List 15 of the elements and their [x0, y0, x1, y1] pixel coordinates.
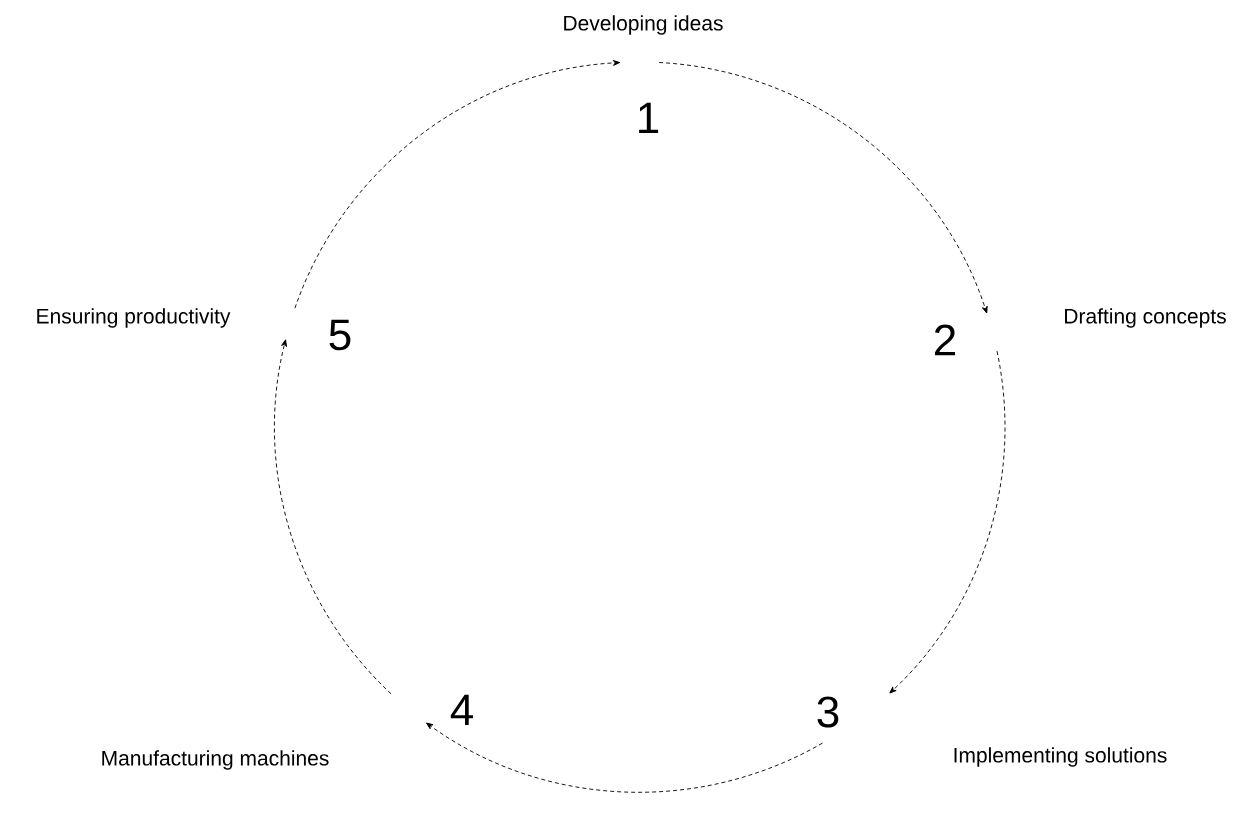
- arrow: [294, 60, 621, 309]
- arrow: [658, 62, 988, 314]
- step-label: Developing ideas: [564, 15, 723, 35]
- arrow: [274, 339, 392, 695]
- step-label: Drafting concepts: [1065, 308, 1226, 328]
- step-label: Implementing solutions: [954, 747, 1167, 767]
- step-number: 3: [817, 696, 839, 728]
- step-label: Manufacturing machines: [102, 750, 329, 770]
- step-label: Ensuring productivity: [37, 308, 231, 328]
- arrow: [889, 350, 1006, 694]
- step-number: 4: [450, 694, 473, 726]
- step-number: 5: [329, 319, 351, 351]
- step-number: 2: [935, 324, 956, 356]
- step-number: 1: [639, 102, 659, 134]
- arrow: [426, 722, 823, 793]
